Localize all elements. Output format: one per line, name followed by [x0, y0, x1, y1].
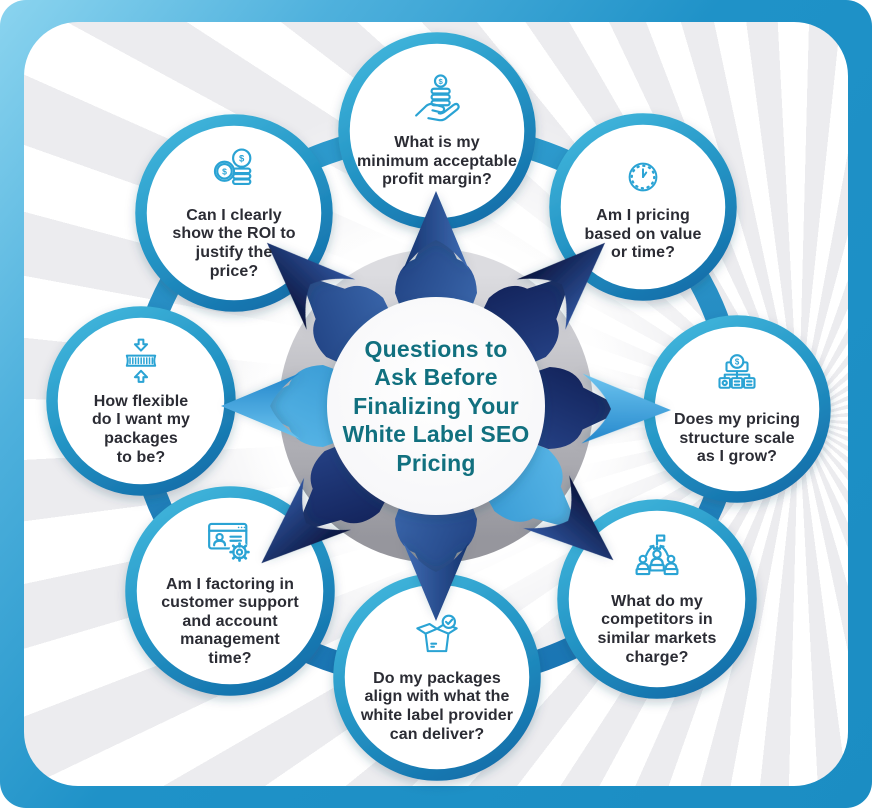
node-question-line: can deliver?	[389, 725, 485, 743]
top-right-arrow	[516, 242, 606, 330]
svg-text:$: $	[222, 166, 227, 176]
bottom-right-arrow	[523, 475, 614, 561]
competitors-icon	[628, 531, 686, 589]
node-question-line: competitors in	[601, 611, 713, 629]
node-question-line: as I grow?	[696, 448, 778, 466]
node-question-line: white label provider	[360, 707, 514, 724]
node-question-line: time?	[208, 649, 252, 667]
svg-text:$: $	[735, 358, 740, 367]
left-arrow	[221, 373, 300, 439]
center-title-line: White Label SEO	[342, 421, 530, 448]
node-question-line: based on value	[584, 225, 702, 243]
node-question-line: structure scale	[679, 429, 795, 447]
node-question-line: Am I factoring in	[166, 575, 294, 593]
node-question-line: show the ROI to	[172, 225, 296, 243]
pricing-structure-icon: $	[709, 351, 765, 407]
coins-icon: $$	[205, 145, 263, 203]
clock-icon	[617, 151, 669, 203]
hub-center-circle	[327, 297, 545, 515]
package-check-icon	[409, 610, 465, 666]
node-question-line: or time?	[611, 244, 675, 262]
node-question-line: Does my pricing	[674, 411, 800, 429]
hand-coins-icon: $	[408, 72, 466, 130]
bottom-left-arrow	[261, 477, 351, 564]
center-title-line: Questions to	[364, 335, 508, 362]
competitor-charges-circle	[557, 499, 757, 699]
support-gear-icon	[201, 514, 259, 572]
top-arrow	[403, 191, 469, 270]
node-question-line: profit margin?	[382, 171, 492, 189]
center-title-line: Ask Before	[374, 364, 498, 391]
node-question-line: Am I pricing	[596, 207, 690, 225]
node-question-line: management	[180, 631, 280, 649]
center-title: Questions to Ask Before Finalizing Your …	[321, 320, 551, 492]
right-arrow	[581, 373, 671, 444]
node-question-line: What is my	[394, 134, 480, 152]
flexibility-icon	[114, 335, 168, 389]
package-flexibility-circle	[46, 306, 236, 496]
node-question-line: Can I clearly	[186, 206, 282, 224]
node-question-line: Do my packages	[373, 669, 501, 687]
node-question-line: justify the	[195, 244, 273, 261]
center-title-line: Finalizing Your	[353, 392, 519, 419]
node-question-line: charge?	[625, 648, 689, 666]
svg-text:$: $	[438, 77, 443, 86]
node-question-line: What do my	[611, 592, 703, 610]
bottom-arrow	[403, 542, 469, 621]
node-question-line: align with what the	[364, 688, 510, 706]
node-question-line: customer support	[161, 594, 299, 612]
center-title-line: Pricing	[396, 449, 476, 476]
node-question-line: packages	[104, 430, 178, 447]
node-question-line: do I want my	[91, 411, 191, 429]
node-question-line: similar markets	[597, 630, 717, 647]
node-question-line: minimum acceptable	[356, 152, 518, 170]
node-question-line: to be?	[116, 448, 166, 466]
top-left-arrow	[266, 242, 356, 330]
node-question-line: How flexible	[93, 392, 189, 410]
svg-text:$: $	[239, 153, 245, 164]
node-question-line: price?	[209, 262, 259, 280]
node-question-line: and account	[182, 612, 278, 630]
